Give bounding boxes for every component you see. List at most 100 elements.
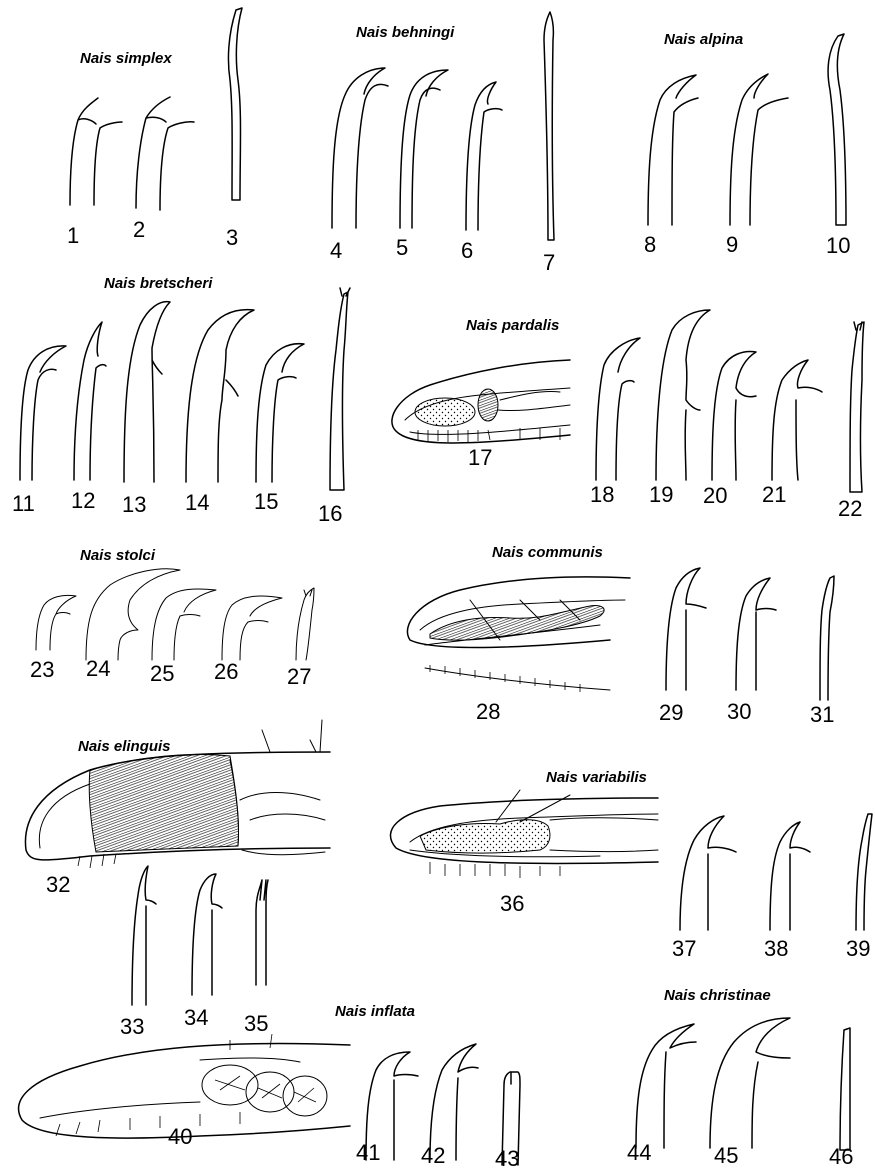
fig-number-45: 45	[714, 1143, 738, 1168]
fig-number-4: 4	[330, 238, 342, 263]
fig-number-31: 31	[810, 702, 834, 727]
species-title-inflata: Nais inflata	[335, 1003, 415, 1020]
fig-38-seta	[770, 822, 810, 930]
species-title-alpina: Nais alpina	[664, 31, 743, 48]
fig-2-seta	[136, 97, 194, 210]
fig-30-seta	[736, 578, 776, 690]
fig-1-seta	[70, 98, 122, 205]
fig-15-seta	[256, 344, 304, 482]
fig-number-8: 8	[644, 232, 656, 257]
fig-14-seta	[186, 310, 254, 482]
fig-39-seta	[856, 814, 872, 930]
fig-number-26: 26	[214, 659, 238, 684]
fig-number-1: 1	[67, 223, 79, 248]
species-title-variabilis: Nais variabilis	[546, 769, 647, 786]
species-title-bretscheri: Nais bretscheri	[104, 275, 213, 292]
fig-number-28: 28	[476, 699, 500, 724]
fig-21-seta	[772, 360, 822, 480]
fig-number-43: 43	[495, 1146, 519, 1171]
fig-number-30: 30	[727, 699, 751, 724]
fig-number-13: 13	[122, 492, 146, 517]
species-title-behningi: Nais behningi	[356, 24, 455, 41]
fig-8-seta	[648, 75, 698, 225]
fig-17-worm	[392, 360, 570, 443]
fig-4-seta	[332, 68, 388, 228]
fig-number-39: 39	[846, 936, 870, 961]
fig-23-seta	[36, 595, 76, 650]
fig-7-seta	[544, 12, 554, 240]
fig-32-worm	[25, 720, 330, 868]
fig-number-46: 46	[829, 1144, 853, 1169]
fig-number-38: 38	[764, 936, 788, 961]
fig-number-21: 21	[762, 482, 786, 507]
species-title-communis: Nais communis	[492, 544, 603, 561]
fig-44-seta	[636, 1024, 696, 1148]
fig-46-seta	[840, 1028, 850, 1150]
species-title-elinguis: Nais elinguis	[78, 738, 171, 755]
fig-28-worm	[407, 577, 630, 692]
fig-number-3: 3	[226, 225, 238, 250]
fig-12-seta	[74, 322, 106, 480]
fig-20-seta	[712, 352, 756, 480]
species-title-pardalis: Nais pardalis	[466, 317, 559, 334]
fig-number-36: 36	[500, 891, 524, 916]
fig-number-20: 20	[703, 483, 727, 508]
fig-number-17: 17	[468, 445, 492, 470]
fig-16-seta	[330, 288, 350, 490]
fig-18-seta	[596, 338, 640, 480]
fig-3-seta	[228, 8, 242, 200]
fig-34-seta	[192, 874, 222, 995]
fig-11-seta	[20, 346, 66, 480]
fig-36-worm	[390, 790, 658, 878]
fig-33-seta	[132, 866, 156, 1005]
fig-10-seta	[828, 34, 846, 225]
fig-number-6: 6	[461, 238, 473, 263]
fig-number-34: 34	[184, 1005, 208, 1030]
fig-number-35: 35	[244, 1011, 268, 1036]
figure-numbers: 1 2 3 4 5 6 7 8 9 10 11 12 13 14 15 16 1…	[12, 217, 870, 1171]
fig-number-16: 16	[318, 501, 342, 526]
fig-number-33: 33	[120, 1014, 144, 1039]
fig-number-42: 42	[421, 1143, 445, 1168]
fig-24-seta	[86, 569, 180, 660]
fig-9-seta	[730, 74, 788, 225]
fig-number-5: 5	[396, 235, 408, 260]
fig-number-9: 9	[726, 232, 738, 257]
fig-25-seta	[152, 589, 216, 660]
species-title-stolci: Nais stolci	[80, 547, 156, 564]
fig-26-seta	[222, 596, 282, 660]
fig-6-seta	[466, 82, 502, 230]
fig-number-41: 41	[356, 1140, 380, 1165]
fig-number-22: 22	[838, 496, 862, 521]
fig-number-11: 11	[12, 491, 35, 516]
fig-number-18: 18	[590, 482, 614, 507]
fig-22-seta	[850, 322, 864, 492]
fig-number-12: 12	[71, 488, 95, 513]
fig-40-worm	[19, 1034, 350, 1138]
fig-5-seta	[400, 70, 448, 228]
fig-27-seta	[296, 588, 314, 660]
fig-number-29: 29	[659, 700, 683, 725]
fig-number-15: 15	[254, 489, 278, 514]
fig-37-seta	[680, 816, 736, 930]
fig-number-40: 40	[168, 1124, 192, 1149]
fig-13-seta	[124, 302, 170, 482]
fig-29-seta	[666, 568, 706, 690]
fig-number-24: 24	[86, 656, 110, 681]
fig-number-19: 19	[649, 482, 673, 507]
fig-number-37: 37	[672, 936, 696, 961]
fig-number-14: 14	[185, 490, 209, 515]
fig-number-2: 2	[133, 217, 145, 242]
fig-19-seta	[656, 310, 710, 480]
fig-number-10: 10	[826, 233, 850, 258]
fig-45-seta	[710, 1018, 790, 1148]
fig-35-seta	[256, 880, 268, 985]
fig-number-27: 27	[287, 664, 311, 689]
fig-number-44: 44	[627, 1140, 651, 1165]
species-title-simplex: Nais simplex	[80, 50, 172, 67]
species-title-christinae: Nais christinae	[664, 987, 771, 1004]
fig-number-7: 7	[543, 250, 555, 275]
fig-number-25: 25	[150, 661, 174, 686]
fig-31-seta	[820, 576, 834, 700]
